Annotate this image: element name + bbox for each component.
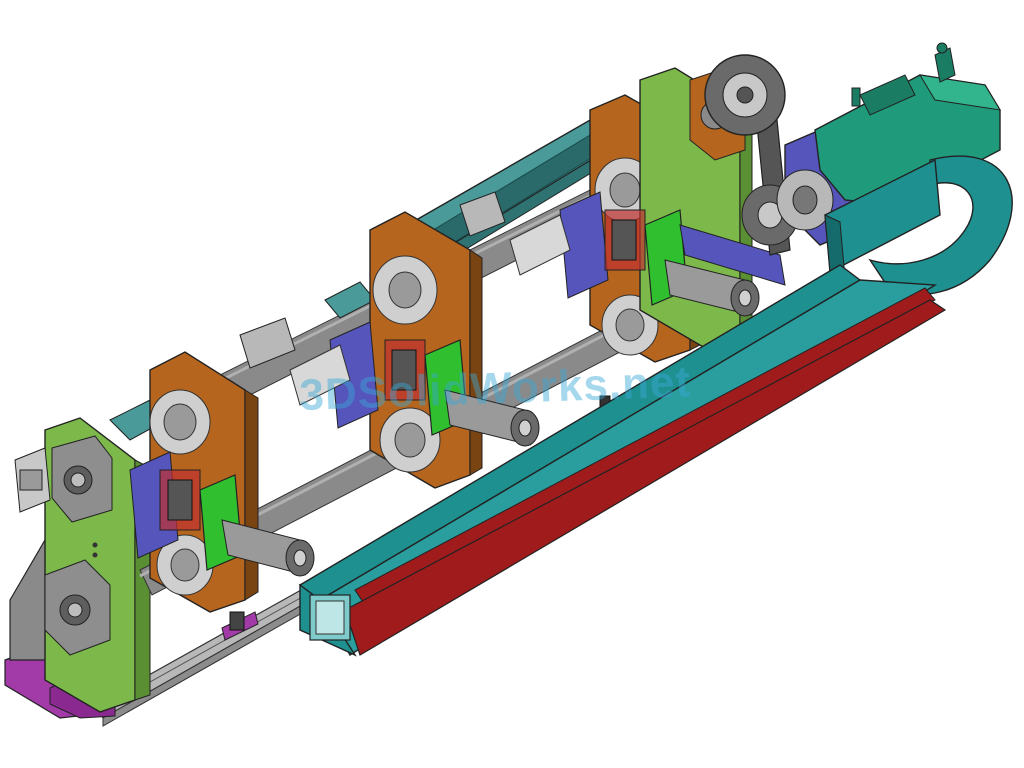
clamp-assembly-middle <box>289 321 540 447</box>
top-clamp-bracket <box>239 191 506 369</box>
left-frame-plate <box>44 417 151 713</box>
left-clamp-bracket <box>14 447 51 513</box>
clamp-assembly-left <box>129 451 315 577</box>
rail-sensor <box>221 611 259 641</box>
clamp-assembly-right <box>509 191 786 317</box>
conveyor-channel <box>298 264 947 657</box>
